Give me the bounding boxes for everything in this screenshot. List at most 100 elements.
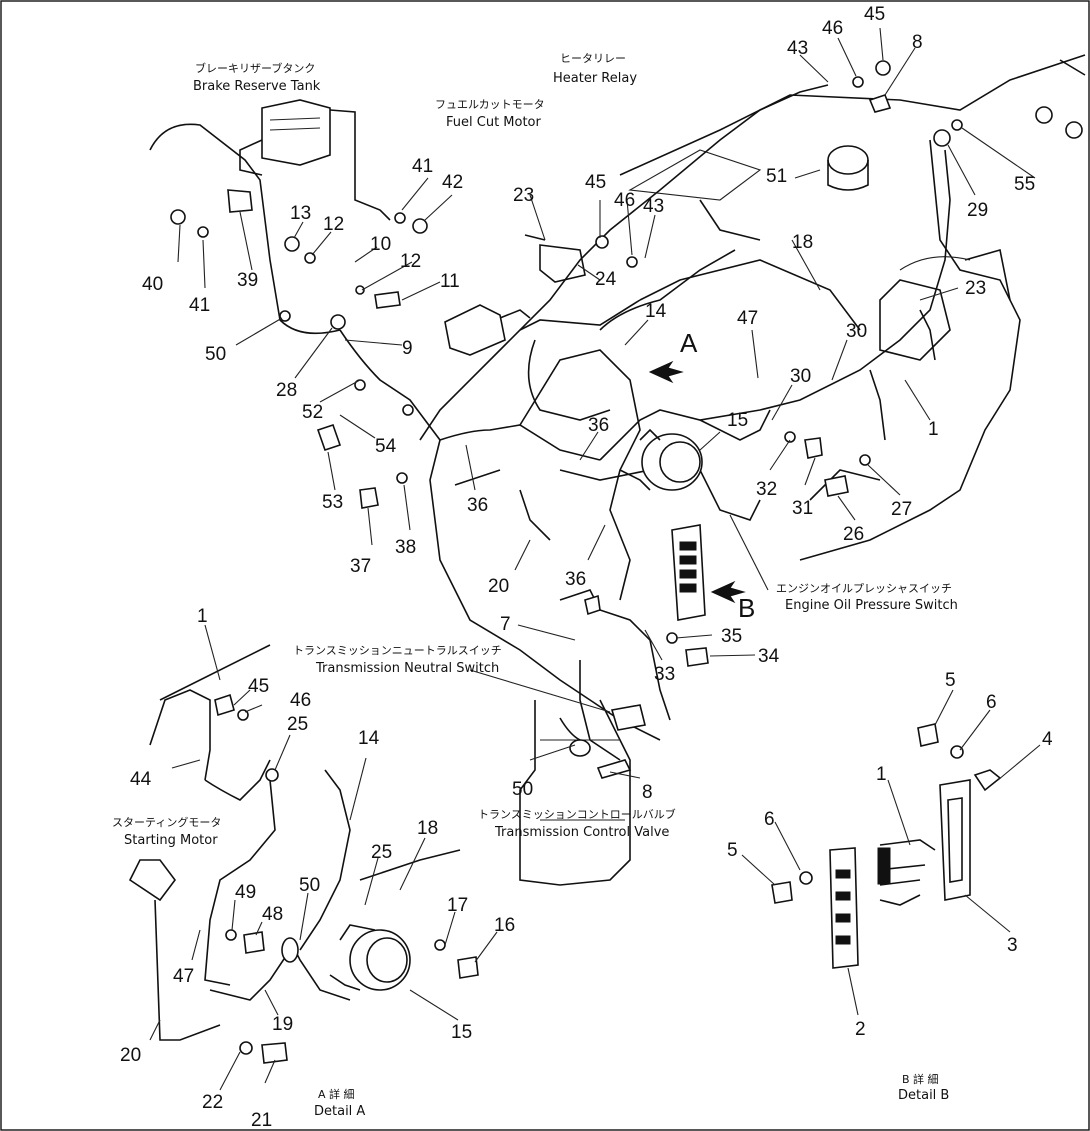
callout-34: 34 xyxy=(758,646,780,667)
callout-7: 7 xyxy=(500,614,511,635)
callout-50c: 50 xyxy=(512,779,533,800)
callout-13: 13 xyxy=(290,203,311,224)
callout-23b: 23 xyxy=(513,185,534,206)
callout-44: 44 xyxy=(130,769,152,790)
callout-54: 54 xyxy=(375,436,397,457)
callout-6: 6 xyxy=(986,692,997,713)
callout-29: 29 xyxy=(967,200,988,221)
arrow-b-label: B xyxy=(738,593,755,623)
callout-25b: 25 xyxy=(371,842,392,863)
callout-46: 46 xyxy=(822,18,843,39)
callout-35: 35 xyxy=(721,626,742,647)
starting-motor-jp-label: スターティングモータ xyxy=(112,815,221,829)
callout-20: 20 xyxy=(488,576,509,597)
callout-26: 26 xyxy=(843,524,864,545)
heater-relay xyxy=(524,234,586,283)
callout-27: 27 xyxy=(891,499,912,520)
callout-1b: 1 xyxy=(197,606,208,627)
callout-45b: 45 xyxy=(585,172,606,193)
view-arrows xyxy=(648,360,746,604)
transmission-control-valve-jp-label: トランスミッションコントロールバルブ xyxy=(478,807,676,821)
callout-14: 14 xyxy=(645,301,667,322)
callout-40: 40 xyxy=(142,274,163,295)
detail-a-label: Detail A xyxy=(314,1104,365,1119)
callout-47b: 47 xyxy=(173,966,194,987)
callout-15b: 15 xyxy=(451,1022,472,1043)
callout-10: 10 xyxy=(370,234,391,255)
callout-46b: 46 xyxy=(614,190,635,211)
engine-oil-pressure-switch-label: Engine Oil Pressure Switch xyxy=(785,598,958,613)
callout-33: 33 xyxy=(654,664,675,685)
callout-24: 24 xyxy=(595,269,617,290)
transmission-housing xyxy=(519,699,646,886)
callout-5b: 5 xyxy=(727,840,738,861)
callout-53: 53 xyxy=(322,492,343,513)
detail-a-jp-label: A 詳 細 xyxy=(318,1087,355,1101)
callout-37: 37 xyxy=(350,556,371,577)
callout-31: 31 xyxy=(792,498,813,519)
callout-18b: 18 xyxy=(417,818,438,839)
callout-38: 38 xyxy=(395,537,416,558)
callout-2: 2 xyxy=(855,1019,866,1040)
callout-3: 3 xyxy=(1007,935,1018,956)
fasteners xyxy=(170,60,1083,1064)
callout-51: 51 xyxy=(766,166,787,187)
callout-50: 50 xyxy=(205,344,226,365)
fuel-cut-motor-jp-label: フュエルカットモータ xyxy=(435,98,545,111)
arrow-a-label: A xyxy=(680,328,698,358)
callout-55: 55 xyxy=(1014,174,1035,195)
callout-36b: 36 xyxy=(588,415,609,436)
fuel-cut-motor xyxy=(444,304,531,356)
heater-relay-label: Heater Relay xyxy=(553,71,637,86)
detail-b-label: Detail B xyxy=(898,1088,949,1103)
starting-motor-label: Starting Motor xyxy=(124,833,218,848)
callout-12b: 12 xyxy=(400,251,421,272)
callout-4: 4 xyxy=(1042,729,1053,750)
callout-9: 9 xyxy=(402,338,413,359)
labels: ブレーキリザーブタンク Brake Reserve Tank フュエルカットモー… xyxy=(112,52,958,1119)
callout-20b: 20 xyxy=(120,1045,141,1066)
detail-b-drawing xyxy=(829,769,1002,969)
transmission-control-valve-label: Transmission Control Valve xyxy=(494,825,669,840)
callout-32: 32 xyxy=(756,479,777,500)
brake-reserve-tank xyxy=(239,99,391,221)
callout-6b: 6 xyxy=(764,809,775,830)
callout-41: 41 xyxy=(412,156,433,177)
callout-43: 43 xyxy=(787,38,808,59)
callout-18: 18 xyxy=(792,232,813,253)
brake-reserve-tank-label: Brake Reserve Tank xyxy=(193,79,321,94)
engine-body xyxy=(519,54,1086,561)
callout-45: 45 xyxy=(864,4,885,25)
callout-5: 5 xyxy=(945,670,956,691)
callout-50b: 50 xyxy=(299,875,320,896)
callout-47: 47 xyxy=(737,308,758,329)
starter-motor-top xyxy=(619,428,703,491)
callout-23: 23 xyxy=(965,278,986,299)
engine-oil-pressure-switch-jp-label: エンジンオイルプレッシャスイッチ xyxy=(776,582,952,595)
callout-30b: 30 xyxy=(790,366,811,387)
transmission-neutral-switch-jp-label: トランスミッションニュートラルスイッチ xyxy=(293,644,502,657)
leader-lines xyxy=(149,27,1041,1091)
callout-8: 8 xyxy=(912,32,923,53)
callout-52: 52 xyxy=(302,402,323,423)
callout-48: 48 xyxy=(262,904,283,925)
callout-45c: 45 xyxy=(248,676,269,697)
callout-14b: 14 xyxy=(358,728,380,749)
callout-1: 1 xyxy=(928,419,939,440)
connector-panel-b xyxy=(671,524,706,621)
callout-41b: 41 xyxy=(189,295,210,316)
callout-12: 12 xyxy=(323,214,344,235)
callout-42: 42 xyxy=(442,172,463,193)
callout-19: 19 xyxy=(272,1014,293,1035)
callout-25: 25 xyxy=(287,714,308,735)
fuel-cut-motor-label: Fuel Cut Motor xyxy=(446,115,542,130)
callout-21: 21 xyxy=(251,1110,272,1131)
callout-30: 30 xyxy=(846,321,867,342)
callout-15: 15 xyxy=(727,410,748,431)
part-number-callouts: 45 46 43 8 29 55 51 18 23 45 46 43 24 23… xyxy=(120,4,1053,1131)
callout-36c: 36 xyxy=(565,569,586,590)
wire-harness xyxy=(149,84,951,761)
detail-a-drawing xyxy=(128,644,461,1041)
